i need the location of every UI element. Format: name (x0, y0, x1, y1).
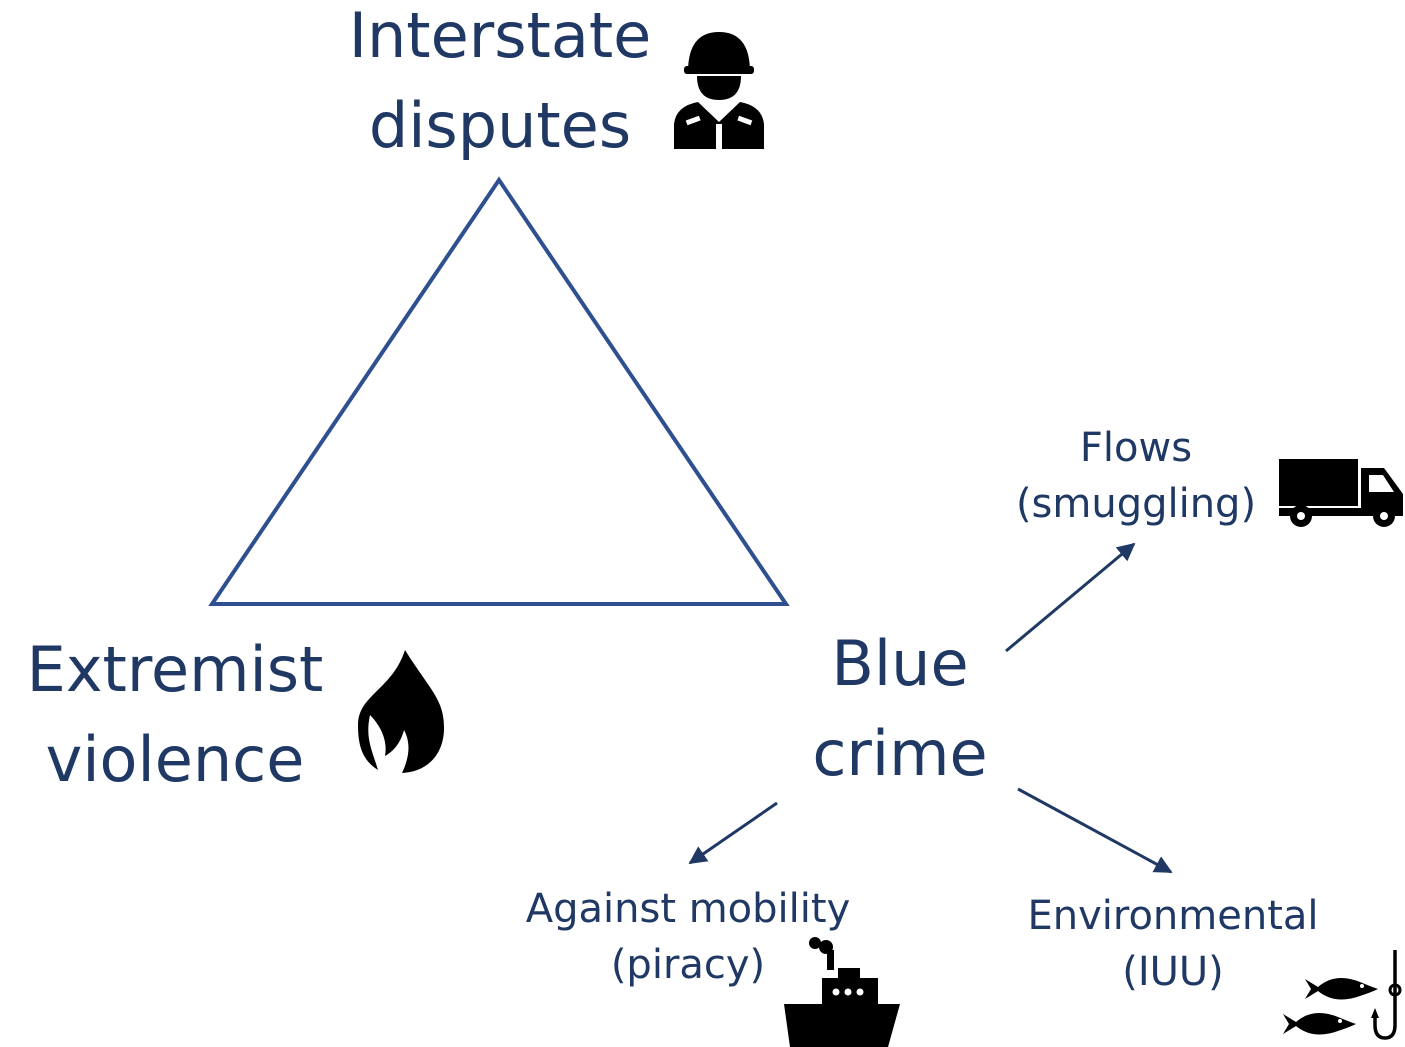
security-triangle (208, 176, 790, 606)
node-mobility-line1: Against mobility (525, 886, 851, 932)
node-blue-crime: Blue crime (770, 619, 1030, 799)
node-interstate-line2: disputes (368, 89, 632, 162)
node-mobility-line2: (piracy) (610, 942, 766, 988)
arrow-to-mobility (688, 801, 778, 865)
node-flows: Flows (smuggling) (1000, 420, 1272, 532)
fire-icon (358, 650, 445, 773)
node-flows-line2: (smuggling) (1015, 481, 1257, 527)
soldier-icon (674, 32, 764, 149)
node-interstate-line1: Interstate (348, 0, 652, 72)
arrow-to-flows (1005, 542, 1136, 653)
node-extremist-line2: violence (45, 723, 305, 796)
fish-hook-icon (1283, 950, 1402, 1040)
node-environmental-line2: (IUU) (1122, 949, 1224, 995)
arrow-to-environmental (1017, 787, 1173, 874)
node-extremist-violence: Extremist violence (0, 625, 350, 805)
node-against-mobility: Against mobility (piracy) (498, 881, 878, 993)
node-environmental: Environmental (IUU) (1003, 888, 1343, 1000)
node-environmental-line1: Environmental (1027, 893, 1319, 939)
node-blue-crime-line1: Blue (831, 627, 969, 700)
node-interstate-disputes: Interstate disputes (300, 0, 700, 171)
truck-icon (1279, 459, 1403, 527)
ship-icon (784, 937, 900, 1047)
node-extremist-line1: Extremist (26, 633, 324, 706)
node-flows-line1: Flows (1079, 425, 1193, 471)
node-blue-crime-line2: crime (812, 717, 988, 790)
